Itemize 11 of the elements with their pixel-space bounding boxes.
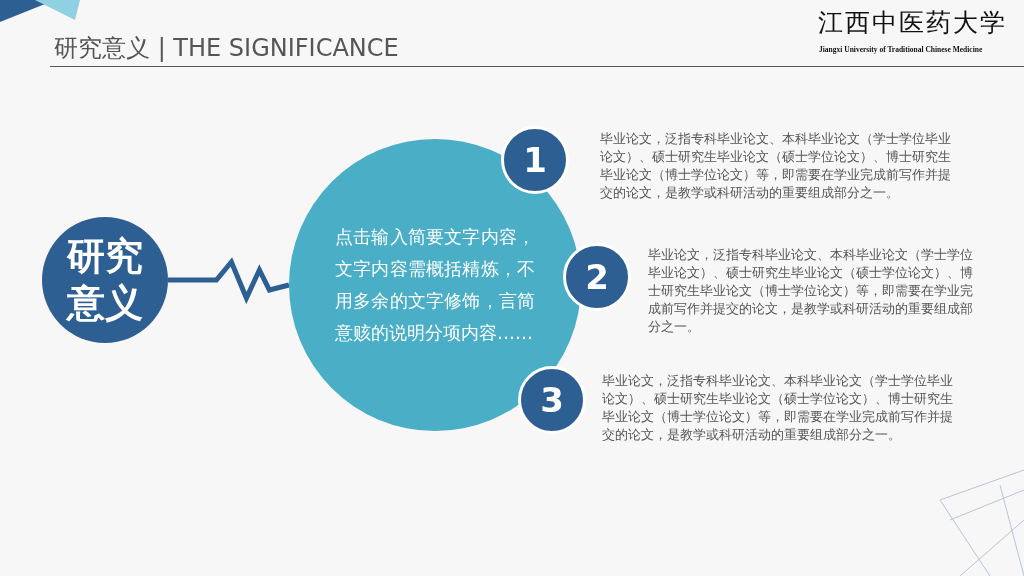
slide-title: 研究意义 | THE SIGNIFICANCE [54,33,399,64]
step-number: 3 [540,380,564,420]
zigzag-connector [168,257,290,305]
description-text: 毕业论文，泛指专科毕业论文、本科毕业论文（学士学位毕业论文）、硕士研究生毕业论文（硕士学位论文）、博士研究生毕业论文（博士学位论文）等，即需要在学业完成前写作并提交的论文，是教学或科研活动的重要组成部分之一。 [602,372,954,444]
description-text: 毕业论文，泛指专科毕业论文、本科毕业论文（学士学位毕业论文）、硕士研究生毕业论文（硕士学位论文）、博士研究生毕业论文（博士学位论文）等，即需要在学业完成前写作并提交的论文，是教学或科研活动的重要组成部分之一。 [600,130,952,202]
step-number: 2 [585,257,609,297]
university-name: 江西中医药大学 [818,7,1007,39]
description-text: 点击输入简要文字内容，文字内容需概括精炼，不用多余的文字修饰，言简意赅的说明分项内容…… [335,225,535,345]
node-label: 研究意义 [65,232,144,327]
description-text: 毕业论文，泛指专科毕业论文、本科毕业论文（学士学位毕业论文）、硕士研究生毕业论文（硕士学位论文）、博士研究生毕业论文（博士学位论文）等，即需要在学业完成前写作并提交的论文，是教学或科研活动的重要组成部分之一。 [648,246,974,336]
step-number: 1 [523,140,547,180]
